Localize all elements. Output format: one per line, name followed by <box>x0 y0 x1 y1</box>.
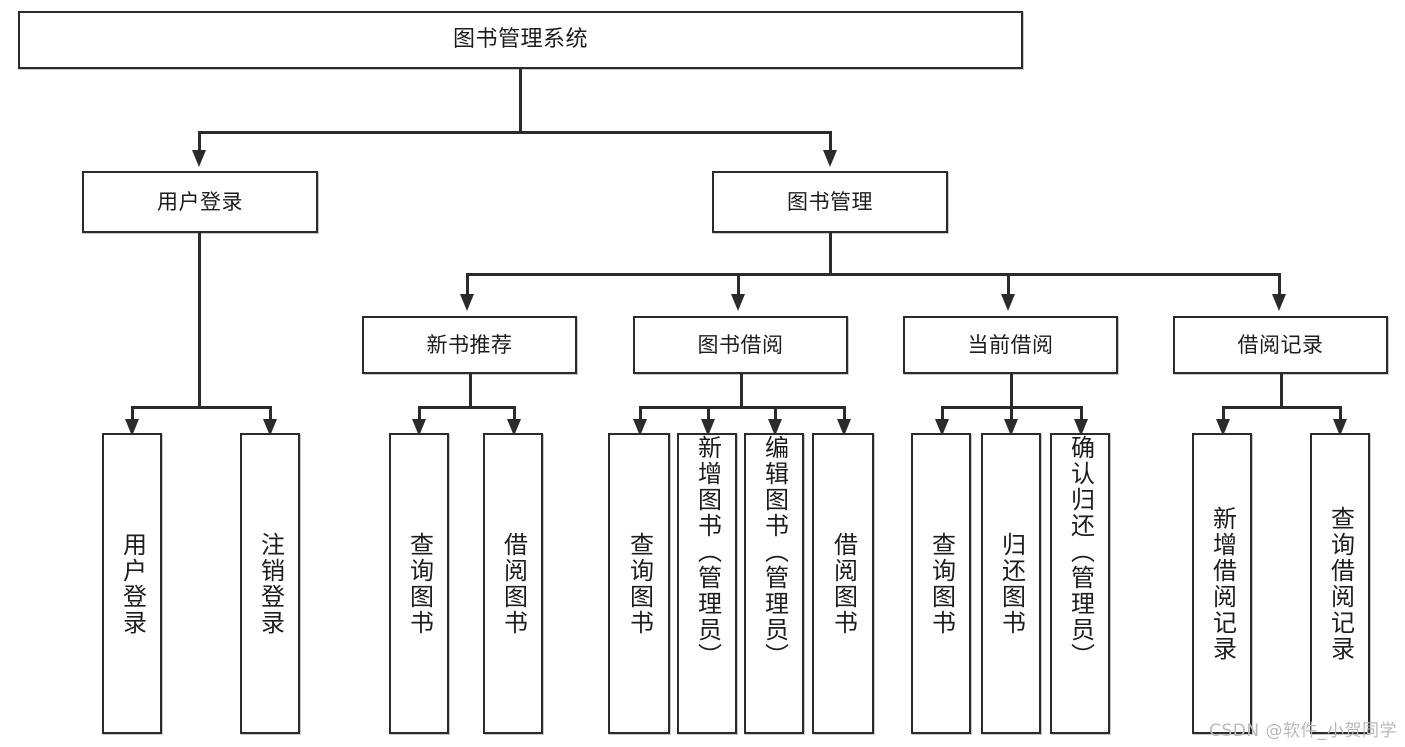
leaf-label: 查询图书 <box>405 531 434 636</box>
connector-current-borrow-to-leaf-3 <box>1080 406 1083 420</box>
connector-user-login-to-leaf-1 <box>131 406 134 420</box>
connector-book-borrow-trunk <box>740 374 743 406</box>
arrowhead-current-borrow <box>1001 294 1015 311</box>
arrowhead-leaf-logout <box>263 419 277 436</box>
leaf-label: 注销登录 <box>256 531 285 636</box>
node-current-borrowing[interactable]: 当前借阅 <box>903 316 1118 374</box>
leaf-label: 借阅图书 <box>499 531 528 636</box>
node-user-login[interactable]: 用户登录 <box>82 171 318 233</box>
node-new-book-recommendation[interactable]: 新书推荐 <box>362 316 577 374</box>
arrowhead-leaf-user-login <box>125 419 139 436</box>
node-label: 图书管理系统 <box>452 27 588 53</box>
arrowhead-leaf-query-book-1 <box>412 419 426 436</box>
connector-book-manage-bus <box>466 273 1281 276</box>
arrowhead-leaf-add-record <box>1216 419 1230 436</box>
connector-current-borrow-trunk <box>1010 374 1013 406</box>
connector-new-book-rec-trunk <box>469 374 472 406</box>
connector-root-to-book-manage <box>829 131 832 151</box>
leaf-add-book-admin[interactable]: 新增图书（管理员） <box>677 433 737 734</box>
arrowhead-leaf-confirm-return <box>1074 419 1088 436</box>
arrowhead-to-user-login <box>192 150 206 167</box>
leaf-edit-book-admin[interactable]: 编辑图书（管理员） <box>744 433 804 734</box>
connector-book-borrow-to-leaf-4 <box>843 406 846 420</box>
connector-current-borrow-to-leaf-2 <box>1010 406 1013 420</box>
connector-to-borrow-record <box>1278 273 1281 295</box>
leaf-label: 查询图书 <box>927 531 956 636</box>
arrowhead-leaf-borrow-book-1 <box>507 419 521 436</box>
watermark-text: CSDN @软件_小贺同学 <box>1209 721 1397 741</box>
connector-book-borrow-to-leaf-1 <box>639 406 642 420</box>
connector-borrow-record-trunk <box>1280 374 1283 406</box>
arrowhead-leaf-add-book <box>701 419 715 436</box>
node-label: 图书借阅 <box>697 332 784 357</box>
leaf-user-login[interactable]: 用户登录 <box>102 433 162 734</box>
connector-book-borrow-to-leaf-3 <box>774 406 777 420</box>
connector-book-borrow-to-leaf-2 <box>707 406 710 420</box>
arrowhead-leaf-query-book-3 <box>935 419 949 436</box>
connector-to-book-borrow <box>737 273 740 295</box>
leaf-label: 用户登录 <box>118 531 147 636</box>
arrowhead-new-book-rec <box>460 294 474 311</box>
connector-root-to-user-login <box>198 131 201 151</box>
arrowhead-leaf-query-record <box>1333 419 1347 436</box>
leaf-label: 新增借阅记录 <box>1208 505 1237 662</box>
arrowhead-leaf-edit-book <box>768 419 782 436</box>
connector-new-book-rec-bus <box>418 406 513 409</box>
arrowhead-to-book-manage <box>823 150 837 167</box>
connector-new-book-rec-to-leaf-1 <box>418 406 421 420</box>
leaf-label: 确认归还（管理员） <box>1066 435 1095 669</box>
leaf-label: 新增图书（管理员） <box>693 435 722 669</box>
node-label: 新书推荐 <box>426 332 513 357</box>
leaf-borrow-book-borrow[interactable]: 借阅图书 <box>812 433 874 734</box>
node-label: 当前借阅 <box>967 332 1054 357</box>
connector-book-manage-trunk <box>829 233 832 273</box>
leaf-confirm-return-admin[interactable]: 确认归还（管理员） <box>1050 433 1110 734</box>
node-root-book-management-system[interactable]: 图书管理系统 <box>18 11 1023 69</box>
node-borrowing-record[interactable]: 借阅记录 <box>1173 316 1388 374</box>
connector-borrow-record-to-leaf-2 <box>1339 406 1342 420</box>
connector-user-login-trunk <box>198 233 201 406</box>
leaf-query-book-newbook[interactable]: 查询图书 <box>389 433 449 734</box>
connector-borrow-record-to-leaf-1 <box>1222 406 1225 420</box>
node-book-borrowing[interactable]: 图书借阅 <box>633 316 848 374</box>
leaf-return-book[interactable]: 归还图书 <box>981 433 1041 734</box>
leaf-query-book-current[interactable]: 查询图书 <box>911 433 971 734</box>
connector-to-new-book-rec <box>466 273 469 295</box>
connector-to-current-borrow <box>1007 273 1010 295</box>
node-book-management[interactable]: 图书管理 <box>712 171 948 233</box>
connector-borrow-record-bus <box>1222 406 1339 409</box>
connector-root-bus <box>198 131 831 134</box>
connector-user-login-bus <box>131 406 269 409</box>
leaf-label: 借阅图书 <box>829 531 858 636</box>
connector-book-borrow-bus <box>639 406 844 409</box>
leaf-add-borrow-record[interactable]: 新增借阅记录 <box>1192 433 1252 734</box>
arrowhead-leaf-borrow-book-2 <box>837 419 851 436</box>
connector-current-borrow-to-leaf-1 <box>941 406 944 420</box>
arrowhead-book-borrow <box>731 294 745 311</box>
leaf-logout-login[interactable]: 注销登录 <box>240 433 300 734</box>
leaf-label: 归还图书 <box>997 531 1026 636</box>
arrowhead-leaf-query-book-2 <box>633 419 647 436</box>
leaf-label: 编辑图书（管理员） <box>760 435 789 669</box>
leaf-borrow-book-newbook[interactable]: 借阅图书 <box>483 433 543 734</box>
leaf-label: 查询借阅记录 <box>1326 505 1355 662</box>
arrowhead-leaf-return-book <box>1004 419 1018 436</box>
leaf-query-book-borrow[interactable]: 查询图书 <box>608 433 670 734</box>
connector-new-book-rec-to-leaf-2 <box>513 406 516 420</box>
connector-user-login-to-leaf-2 <box>269 406 272 420</box>
leaf-label: 查询图书 <box>625 531 654 636</box>
leaf-query-borrow-record[interactable]: 查询借阅记录 <box>1310 433 1370 734</box>
connector-root-trunk <box>519 69 522 131</box>
node-label: 图书管理 <box>787 189 873 214</box>
node-label: 用户登录 <box>157 189 243 214</box>
arrowhead-borrow-record <box>1272 294 1286 311</box>
node-label: 借阅记录 <box>1237 332 1324 357</box>
